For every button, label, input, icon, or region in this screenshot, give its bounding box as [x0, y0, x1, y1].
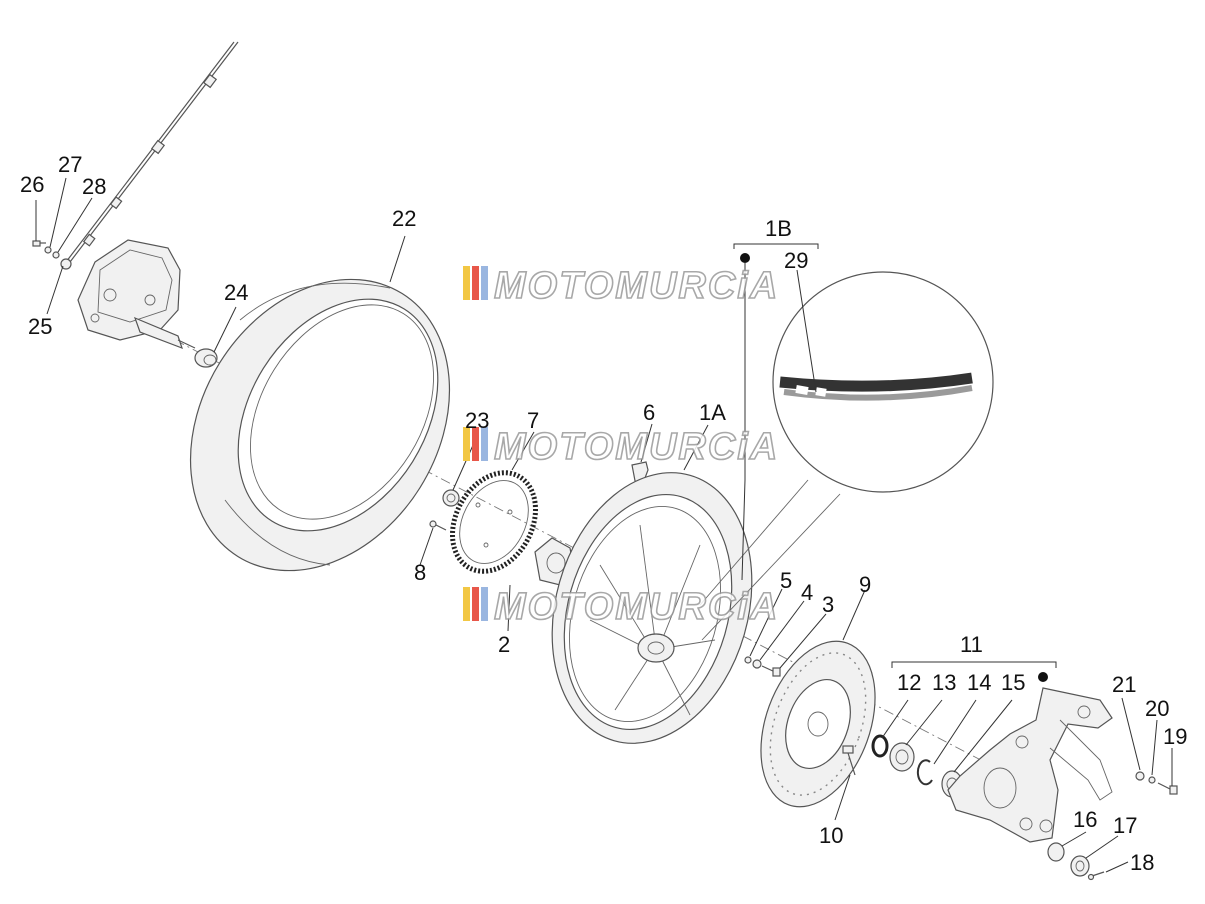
watermark-stripes-3: [463, 587, 488, 621]
callout-14: 14: [967, 670, 991, 695]
washer-27: [44, 246, 52, 254]
callout-6: 6: [643, 400, 655, 425]
watermark-stripes-2: [463, 427, 488, 461]
bolt-3: [761, 665, 781, 677]
tyre-22: [189, 278, 451, 572]
watermark-text-2: MOTOMURCiA: [494, 426, 779, 468]
watermark-text-1: MOTOMURCiA: [494, 265, 779, 307]
callout-22: 22: [392, 206, 416, 231]
watermark-logo: MOTOMURCiA: [463, 264, 779, 308]
callout-13: 13: [932, 670, 956, 695]
spacer-16: [1047, 842, 1065, 862]
circlip-14: [916, 759, 933, 786]
hub-bracket-11: [947, 687, 1113, 843]
callout-29: 29: [784, 248, 808, 273]
sticker-detail-magnifier: [699, 271, 994, 641]
bearing-23: [442, 489, 460, 507]
watermark-logo: MOTOMURCiA: [463, 585, 779, 629]
callout-28: 28: [82, 174, 106, 199]
washer-5: [744, 656, 752, 664]
callout-15: 15: [1001, 670, 1025, 695]
callout-23: 23: [465, 408, 489, 433]
callout-8: 8: [414, 560, 426, 585]
speedometer-drive-gearbox: [77, 239, 196, 350]
callout-24: 24: [224, 280, 248, 305]
group-11-marker-dot: [1038, 672, 1048, 682]
callout-17: 17: [1113, 813, 1137, 838]
disc-screw-10: [842, 745, 856, 776]
washer-28: [52, 251, 60, 259]
callout-9: 9: [859, 572, 871, 597]
callout-12: 12: [897, 670, 921, 695]
callout-27: 27: [58, 152, 82, 177]
callout-4: 4: [801, 580, 813, 605]
speedometer-cable: [60, 41, 239, 270]
callout-3: 3: [822, 592, 834, 617]
callout-1B: 1B: [765, 216, 792, 241]
circlip-12: [871, 734, 889, 758]
pin-8: [429, 520, 447, 531]
watermark-stripes-1: [463, 266, 488, 300]
callout-18: 18: [1130, 850, 1154, 875]
callout-19: 19: [1163, 724, 1187, 749]
watermark-text-3: MOTOMURCiA: [494, 586, 779, 628]
bolt-19: [1157, 782, 1178, 795]
washer-21: [1135, 771, 1145, 781]
group-1B-marker-dot: [740, 253, 750, 263]
brake-disc-9: [760, 640, 876, 808]
callout-labels: 1B 29 22 24 26 27 28 25 23 7 6 1A 8 2 5 …: [20, 152, 1187, 875]
callout-11: 11: [960, 632, 983, 657]
callout-2: 2: [498, 632, 510, 657]
wheel-rim-1A: [551, 472, 753, 744]
callout-10: 10: [819, 823, 843, 848]
callout-1A: 1A: [699, 400, 726, 425]
callout-16: 16: [1073, 807, 1097, 832]
split-pin-18: [1087, 871, 1105, 881]
callout-21: 21: [1112, 672, 1136, 697]
leader-lines: [35, 177, 1173, 873]
watermark-logo: MOTOMURCiA: [463, 425, 779, 469]
callout-25: 25: [28, 314, 52, 339]
callout-20: 20: [1145, 696, 1169, 721]
callout-5: 5: [780, 568, 792, 593]
callout-26: 26: [20, 172, 44, 197]
nut-17: [1070, 855, 1090, 877]
washer-4: [752, 659, 762, 669]
spacer-bush-24: [194, 348, 218, 368]
callout-7: 7: [527, 408, 539, 433]
phonic-wheel-7: [450, 470, 538, 574]
screw-26: [32, 240, 46, 247]
washer-20: [1148, 776, 1156, 784]
bearing-13: [889, 742, 915, 772]
